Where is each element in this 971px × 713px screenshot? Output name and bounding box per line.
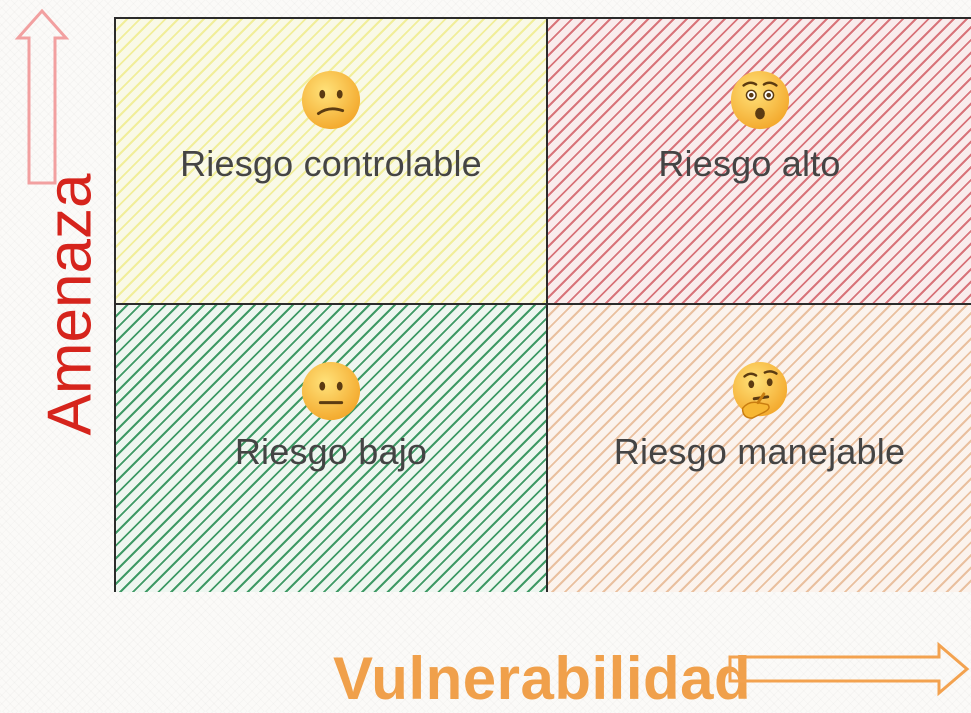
thinking-face-icon: [732, 361, 787, 419]
neutral-face-icon: [301, 361, 361, 421]
quadrant-riesgo-alto: Riesgo alto: [548, 19, 971, 305]
quadrant-label: Riesgo bajo: [234, 431, 428, 472]
hushed-face-icon: [730, 70, 789, 130]
quadrant-label: Riesgo manejable: [613, 431, 906, 472]
right-arrow-icon: [728, 641, 970, 697]
y-axis-title: Amenaza: [35, 173, 105, 436]
quadrant-riesgo-controlable: Riesgo controlable: [116, 19, 548, 305]
quadrant-label: Riesgo alto: [658, 143, 841, 184]
risk-matrix: Riesgo controlable Riesgo alto: [114, 17, 971, 592]
up-arrow-icon: [14, 8, 70, 185]
x-axis-title: Vulnerabilidad: [333, 645, 752, 712]
confused-face-icon: [301, 70, 361, 130]
quadrant-riesgo-bajo: Riesgo bajo: [116, 305, 548, 592]
quadrant-riesgo-manejable: Riesgo manejable: [548, 305, 971, 592]
quadrant-label: Riesgo controlable: [180, 143, 482, 184]
